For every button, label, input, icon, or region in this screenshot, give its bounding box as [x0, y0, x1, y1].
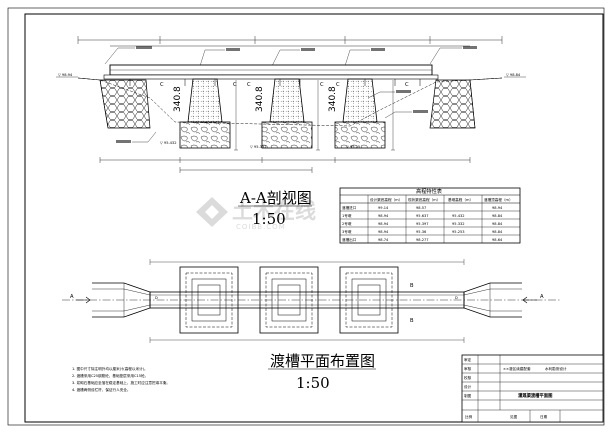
ground-line	[77, 77, 503, 127]
leader-labels	[116, 46, 477, 143]
table-cell: 95.36	[416, 230, 427, 234]
pier-dimension-lines	[234, 80, 395, 151]
beam-label-3: C	[247, 82, 251, 88]
beam-label-6: C	[405, 82, 409, 88]
bottom-dimension-chain	[99, 157, 471, 173]
general-notes: 1. 图中尺寸除注明外均以厘米计(高程以米计)。 2. 渡槽采用C25钢筋砼，基…	[72, 366, 170, 392]
side-marker-b-bottom: B	[410, 318, 414, 324]
table-cell: 95.432	[452, 214, 465, 218]
table-cell: 渡槽进口	[342, 205, 357, 210]
watermark-logo-icon	[196, 197, 228, 227]
side-marker-b-top: B	[410, 283, 414, 289]
elevation-table: 高程特性表 设计渠底高程（m） 现状渠底高程（m） 基墩高程（m） 渡槽顶高程（…	[339, 187, 521, 244]
title-bottom-cell: 日期	[540, 414, 548, 419]
pier-2	[261, 78, 313, 149]
title-row-label: 审核	[464, 366, 472, 371]
pier-1	[179, 78, 231, 149]
elevation-label-pier-1: ▽ 95.432	[160, 141, 176, 145]
table-cell: 1号墩	[342, 213, 352, 218]
plan-dimension-lines	[149, 259, 465, 343]
table-cell: 98.84	[492, 222, 503, 226]
table-header: 现状渠底高程（m）	[408, 197, 440, 202]
table-cell: 95.332	[452, 222, 465, 226]
beam-label-1: C	[160, 82, 164, 88]
elevation-table-title: 高程特性表	[416, 187, 443, 195]
title-block-drawing-title: 灌溉渠渡槽平面图	[518, 392, 553, 399]
table-cell: 98.57	[416, 206, 426, 210]
section-marker-left: A	[70, 294, 74, 300]
trough-channel	[149, 291, 465, 309]
table-cell: 95.397	[416, 222, 429, 226]
table-cell: 99.14	[378, 206, 389, 210]
pier-footing-2	[259, 266, 319, 334]
table-cell: 98.84	[492, 230, 503, 234]
pier-height-label-1: 340.8	[173, 86, 183, 112]
leader-lines	[104, 47, 462, 143]
table-cell: 3号墩	[342, 229, 352, 234]
section-arrow-left-icon	[76, 296, 91, 304]
plan-view: A A B B D D 渡槽平面布置图 1:50	[62, 259, 560, 392]
pier-height-label-2: 340.8	[255, 86, 265, 112]
side-marker-d-left: D	[155, 296, 158, 300]
title-row-label: 审定	[464, 357, 472, 362]
title-row-label: 制图	[464, 393, 472, 398]
table-cell: 95.637	[416, 214, 429, 218]
section-marker-right: A	[540, 294, 544, 300]
beam-label-5: C	[336, 82, 340, 88]
note-line: 3. 浆砌石基础应坐落在稳定基础上，施工时应注意挖填平衡。	[72, 380, 170, 385]
plan-view-scale: 1:50	[296, 374, 330, 392]
pier-3	[334, 78, 386, 149]
watermark-subtext: COIBB.COM	[236, 223, 286, 231]
section-view: ▽ 98.94 ▽ 98.84 ▽ 95.432 ▽ 95.332 ▽ 95.2…	[56, 36, 526, 228]
table-header: 基墩高程（m）	[448, 197, 473, 202]
title-block-project: ××灌区续建配套	[503, 366, 531, 371]
section-arrow-right-icon	[522, 296, 537, 304]
note-line: 1. 图中尺寸除注明外均以厘米计(高程以米计)。	[72, 366, 148, 371]
table-cell: 98.74	[378, 238, 389, 242]
beam-label-2: C	[233, 82, 237, 88]
table-cell: 2号墩	[342, 221, 352, 226]
title-bottom-cell: 比例	[465, 414, 473, 419]
aqueduct-deck	[103, 64, 439, 80]
beam-label-4: C	[320, 82, 324, 88]
inner-border	[24, 13, 604, 423]
title-row-label: 设计	[464, 384, 472, 389]
section-view-scale: 1:50	[252, 210, 286, 228]
table-cell: 98.84	[492, 214, 503, 218]
watermark: 土木在线 COIBB.COM	[196, 197, 316, 231]
table-cell: 95.253	[452, 230, 465, 234]
outer-border	[7, 7, 605, 426]
table-header: 设计渠底高程（m）	[370, 197, 402, 202]
table-cell: 98.64	[492, 238, 503, 242]
table-cell: 98.94	[378, 222, 389, 226]
note-line: 2. 渡槽采用C25钢筋砼，基础垫层采用C15砼。	[72, 373, 148, 378]
elevation-label-left: ▽ 98.94	[58, 73, 73, 77]
left-embankment	[99, 79, 151, 129]
table-cell: 98.277	[416, 238, 429, 242]
side-marker-d-right: D	[455, 296, 458, 300]
table-header: 渡槽顶高程（m）	[484, 197, 513, 202]
table-cell: 渡槽出口	[342, 237, 357, 242]
pier-height-label-3: 340.8	[328, 86, 338, 112]
pier-footing-3	[339, 266, 399, 334]
right-bank-slope	[469, 77, 503, 129]
watermark-text: 土木在线	[232, 199, 316, 223]
elevation-label-pier-2: ▽ 95.332	[250, 145, 266, 149]
plan-view-title: 渡槽平面布置图	[270, 352, 375, 370]
right-embankment	[429, 79, 476, 129]
note-line: 4. 渡槽两侧设栏杆，保证行人安全。	[72, 387, 130, 392]
table-cell: 98.94	[492, 206, 503, 210]
top-dimension-chain	[77, 36, 503, 47]
section-view-title: A-A剖视图	[239, 189, 312, 207]
title-row-label: 校核	[464, 375, 472, 380]
table-cell: 98.94	[378, 214, 389, 218]
elevation-label-right: ▽ 98.84	[506, 73, 521, 77]
pier-footing-1	[179, 266, 239, 334]
title-block: 审定 审核 校核 设计 制图 ××灌区续建配套 水利勘测设计 灌溉渠渡槽平面图 …	[461, 354, 604, 423]
title-bottom-cell: 见图	[510, 415, 518, 419]
table-cell: 98.94	[378, 230, 389, 234]
title-block-designer: 水利勘测设计	[545, 366, 567, 371]
